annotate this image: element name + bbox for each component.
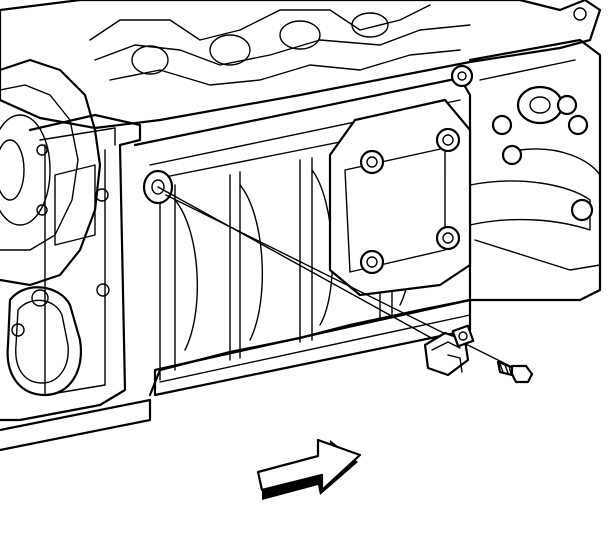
sensor-icon — [423, 324, 475, 377]
direction-arrow-icon — [256, 438, 362, 500]
front-cover — [0, 58, 152, 452]
mount-bracket — [328, 64, 474, 297]
rear-accessories — [468, 38, 602, 302]
camshaft-assembly — [0, 0, 602, 130]
bolt-icon — [496, 360, 534, 384]
